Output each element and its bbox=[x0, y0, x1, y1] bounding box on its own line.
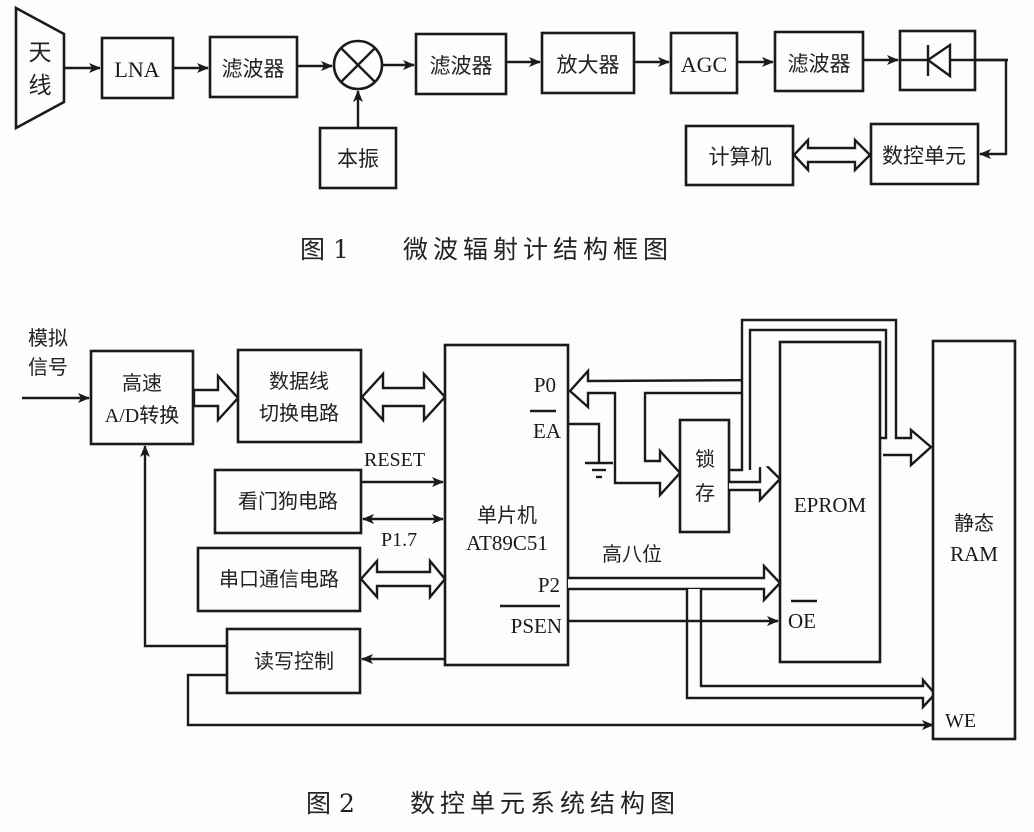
data-switch-block: 数据线 切换电路 bbox=[236, 348, 363, 444]
arrow-detector-control bbox=[975, 58, 1008, 159]
figure1-caption-number: 图 1 bbox=[300, 235, 349, 264]
antenna-label-1: 天 bbox=[29, 40, 52, 66]
digital-control-block: 数控单元 bbox=[869, 122, 980, 186]
watchdog-label: 看门狗电路 bbox=[238, 489, 338, 513]
analog-signal-label-1: 模拟 bbox=[28, 326, 68, 350]
adc-label-2: A/D转换 bbox=[105, 404, 179, 427]
psen-pin-label: PSEN bbox=[511, 614, 562, 638]
bidirectional-bus-switch-mcu bbox=[360, 370, 447, 424]
serial-label: 串口通信电路 bbox=[219, 567, 339, 591]
filter1-block: 滤波器 bbox=[208, 35, 299, 99]
serial-block: 串口通信电路 bbox=[196, 546, 362, 613]
filter1-label: 滤波器 bbox=[222, 57, 285, 81]
bidirectional-bus-serial-mcu bbox=[359, 557, 447, 601]
bus-latch-to-ram-inner bbox=[748, 328, 888, 470]
watchdog-block: 看门狗电路 bbox=[213, 468, 363, 535]
agc-label: AGC bbox=[681, 52, 727, 77]
p2-pin-label: P2 bbox=[538, 573, 560, 597]
digital-control-label: 数控单元 bbox=[882, 144, 966, 168]
p17-signal-label: P1.7 bbox=[381, 529, 417, 551]
figure-1: 天 线 LNA 滤波器 本振 滤波器 bbox=[14, 5, 1008, 264]
latch-label-1: 锁 bbox=[695, 447, 715, 471]
eprom-label: EPROM bbox=[794, 493, 867, 517]
agc-block: AGC bbox=[669, 31, 739, 95]
local-oscillator-label: 本振 bbox=[337, 147, 379, 171]
data-switch-label-2: 切换电路 bbox=[259, 401, 339, 425]
computer-block: 计算机 bbox=[684, 124, 795, 187]
high-eight-bits-label: 高八位 bbox=[602, 542, 662, 566]
adc-label-1: 高速 bbox=[122, 371, 162, 395]
ram-label-2: RAM bbox=[950, 542, 998, 566]
bus-adc-to-switch bbox=[192, 372, 240, 424]
antenna-block: 天 线 bbox=[14, 5, 66, 131]
amplifier-label: 放大器 bbox=[557, 53, 620, 77]
computer-label: 计算机 bbox=[709, 145, 772, 169]
filter2-label: 滤波器 bbox=[430, 54, 493, 78]
latch-label-2: 存 bbox=[695, 481, 715, 505]
figure1-caption-title: 微波辐射计结构框图 bbox=[403, 235, 673, 264]
rw-control-block: 读写控制 bbox=[225, 627, 362, 695]
lna-block: LNA bbox=[100, 36, 175, 100]
ram-block: 静态 RAM WE bbox=[931, 339, 1017, 741]
figure2-caption-number: 图 2 bbox=[306, 789, 355, 818]
mcu-label-1: 单片机 bbox=[477, 503, 537, 527]
figure2-caption-title: 数控单元系统结构图 bbox=[410, 789, 680, 818]
filter2-block: 滤波器 bbox=[414, 32, 508, 96]
bus-p2-to-eprom bbox=[568, 562, 782, 604]
filter3-block: 滤波器 bbox=[773, 30, 865, 93]
filter3-label: 滤波器 bbox=[788, 52, 851, 76]
ram-label-1: 静态 bbox=[954, 511, 994, 535]
ea-ground-wire bbox=[568, 422, 601, 463]
bus-eprom-to-p0 bbox=[568, 367, 781, 499]
oe-pin-label: OE bbox=[788, 609, 816, 633]
rw-control-label: 读写控制 bbox=[254, 649, 334, 673]
antenna-label-2: 线 bbox=[29, 73, 52, 99]
analog-signal-label-2: 信号 bbox=[28, 355, 68, 379]
arrow-rwcontrol-we bbox=[186, 673, 934, 730]
local-oscillator-block: 本振 bbox=[318, 126, 398, 190]
p0-pin-label: P0 bbox=[534, 373, 556, 397]
we-pin-label: WE bbox=[945, 710, 976, 732]
data-switch-label-1: 数据线 bbox=[269, 369, 329, 393]
lna-label: LNA bbox=[114, 57, 159, 82]
figure-2: 模拟 信号 高速 A/D转换 数据线 切换电路 P0 EA 单片机 AT89C5… bbox=[22, 318, 1017, 818]
bidirectional-bus-computer-control bbox=[792, 136, 872, 174]
arrow-rwcontrol-adc bbox=[140, 445, 227, 648]
mixer-icon bbox=[332, 39, 384, 91]
mcu-block: P0 EA 单片机 AT89C51 P2 PSEN bbox=[443, 343, 570, 667]
adc-block: 高速 A/D转换 bbox=[89, 349, 195, 446]
ground-icon bbox=[585, 461, 613, 479]
eprom-block: EPROM OE bbox=[778, 340, 882, 664]
mcu-label-2: AT89C51 bbox=[466, 531, 548, 555]
amplifier-block: 放大器 bbox=[540, 31, 636, 95]
latch-block: 锁 存 bbox=[678, 418, 731, 534]
ea-pin-label: EA bbox=[533, 419, 562, 443]
reset-signal-label: RESET bbox=[364, 449, 425, 471]
